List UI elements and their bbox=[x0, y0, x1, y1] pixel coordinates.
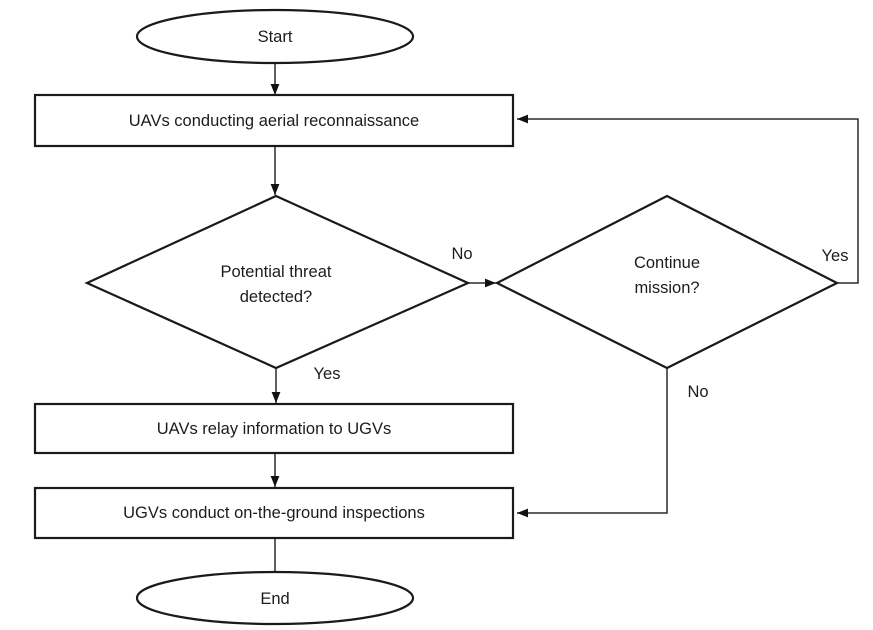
terminator-start bbox=[135, 8, 415, 65]
decision-threat-detected bbox=[84, 194, 471, 370]
decision-continue-mission-line1: Continue bbox=[634, 254, 700, 272]
process-relay-info bbox=[33, 402, 515, 455]
edge-continue-yes-loop-to-recon bbox=[517, 114, 859, 284]
decision-continue-mission bbox=[494, 194, 840, 370]
edge-continue-no-to-inspect bbox=[517, 368, 668, 518]
terminator-end bbox=[135, 570, 415, 626]
decision-threat-detected-line2: detected? bbox=[240, 288, 312, 306]
decision-continue-mission-line2: mission? bbox=[634, 279, 699, 297]
edge-label-threat-no: No bbox=[451, 245, 472, 263]
process-relay-info-label: UAVs relay information to UGVs bbox=[157, 420, 391, 438]
decision-threat-detected-line1: Potential threat bbox=[221, 263, 332, 281]
edge-label-continue-no: No bbox=[687, 383, 708, 401]
terminator-start-label: Start bbox=[258, 28, 293, 46]
process-ground-inspections-label: UGVs conduct on-the-ground inspections bbox=[123, 504, 425, 522]
edge-label-threat-yes: Yes bbox=[314, 365, 341, 383]
terminator-end-label: End bbox=[260, 590, 289, 608]
process-aerial-recon bbox=[33, 93, 515, 148]
process-aerial-recon-label: UAVs conducting aerial reconnaissance bbox=[129, 112, 419, 130]
edge-label-continue-yes: Yes bbox=[822, 247, 849, 265]
process-ground-inspections bbox=[33, 486, 515, 540]
